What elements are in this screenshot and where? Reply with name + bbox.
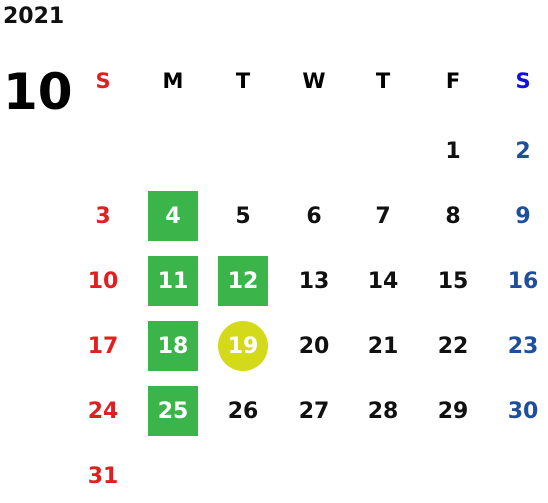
day-cell-1[interactable]: 1 — [445, 138, 461, 164]
day-cell-5[interactable]: 5 — [235, 203, 251, 229]
weekday-header-saturday: S — [515, 69, 531, 93]
day-cell-27[interactable]: 27 — [298, 398, 330, 424]
day-cell-15[interactable]: 15 — [437, 268, 469, 294]
day-cell-20[interactable]: 20 — [298, 333, 330, 359]
weekday-header-sunday: S — [95, 69, 111, 93]
day-cell-26[interactable]: 26 — [227, 398, 259, 424]
day-cell-28[interactable]: 28 — [367, 398, 399, 424]
day-cell-11[interactable]: 11 — [148, 256, 198, 306]
day-cell-21[interactable]: 21 — [367, 333, 399, 359]
day-cell-6[interactable]: 6 — [306, 203, 322, 229]
day-cell-2[interactable]: 2 — [515, 138, 531, 164]
day-cell-25[interactable]: 25 — [148, 386, 198, 436]
day-cell-10[interactable]: 10 — [87, 268, 119, 294]
day-cell-13[interactable]: 13 — [298, 268, 330, 294]
day-cell-9[interactable]: 9 — [515, 203, 531, 229]
day-cell-3[interactable]: 3 — [95, 203, 111, 229]
day-cell-18[interactable]: 18 — [148, 321, 198, 371]
day-cell-12[interactable]: 12 — [218, 256, 268, 306]
day-cell-8[interactable]: 8 — [445, 203, 461, 229]
day-cell-23[interactable]: 23 — [507, 333, 539, 359]
day-cell-30[interactable]: 30 — [507, 398, 539, 424]
weekday-header-friday: F — [445, 69, 461, 93]
day-cell-19[interactable]: 19 — [218, 321, 268, 371]
day-cell-29[interactable]: 29 — [437, 398, 469, 424]
day-cell-24[interactable]: 24 — [87, 398, 119, 424]
calendar-month: 10 — [3, 63, 73, 121]
calendar-year: 2021 — [3, 4, 65, 29]
day-cell-16[interactable]: 16 — [507, 268, 539, 294]
day-cell-4[interactable]: 4 — [148, 191, 198, 241]
day-cell-31[interactable]: 31 — [87, 463, 119, 489]
day-cell-14[interactable]: 14 — [367, 268, 399, 294]
weekday-header-monday: M — [162, 69, 184, 93]
day-cell-17[interactable]: 17 — [87, 333, 119, 359]
weekday-header-thursday: T — [375, 69, 391, 93]
weekday-header-wednesday: W — [302, 69, 326, 93]
weekday-header-tuesday: T — [235, 69, 251, 93]
day-cell-7[interactable]: 7 — [375, 203, 391, 229]
day-cell-22[interactable]: 22 — [437, 333, 469, 359]
